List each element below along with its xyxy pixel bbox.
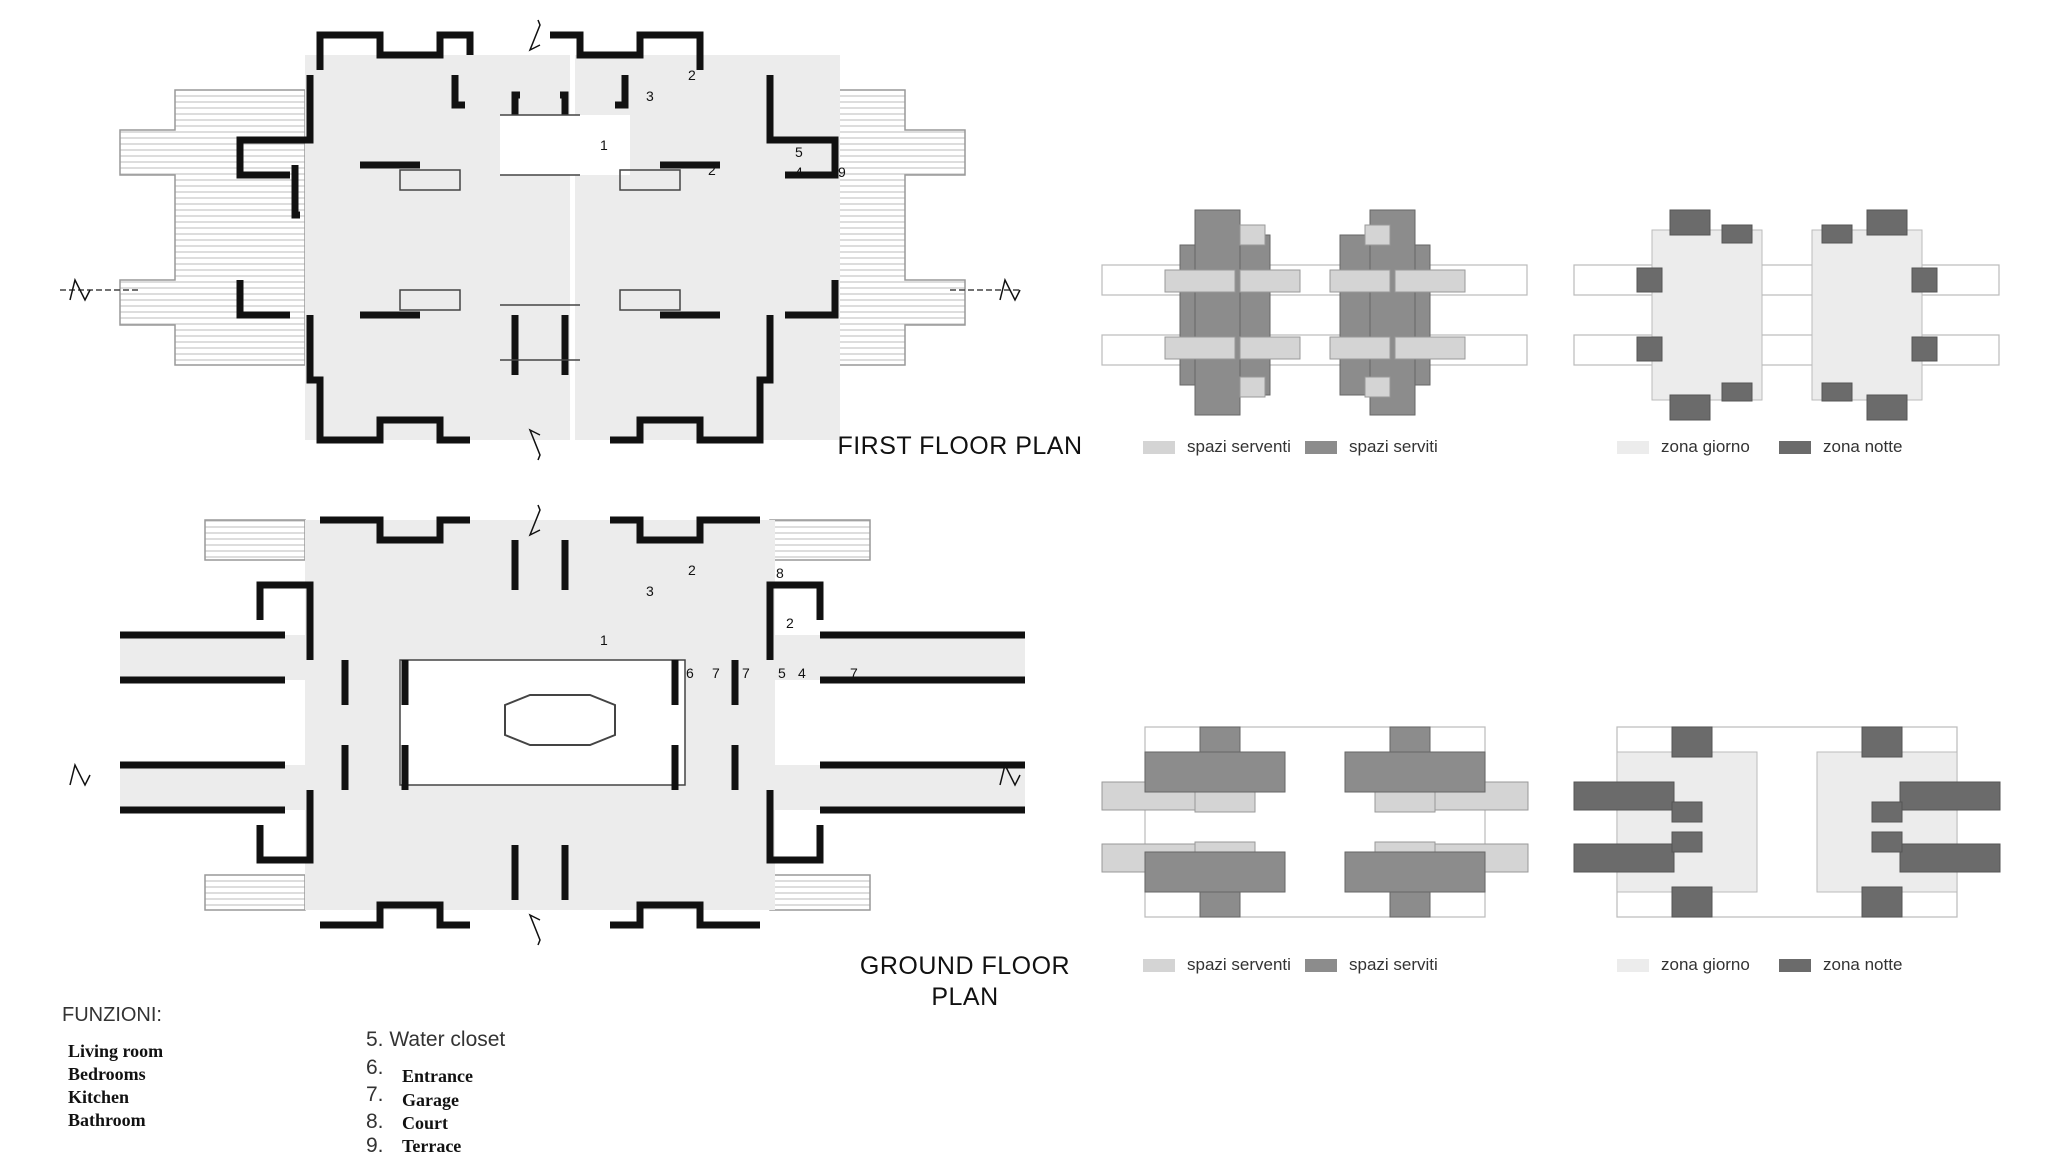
svg-text:2: 2 — [688, 67, 696, 83]
legend-notte-swatch-2 — [1779, 959, 1811, 972]
funzioni-item-garage: Garage — [402, 1090, 459, 1110]
funzioni-num-6: 6. — [366, 1056, 384, 1079]
svg-text:7: 7 — [742, 665, 750, 681]
first-floor-plan-drawing: 1 2 2 3 4 5 9 — [60, 19, 1021, 461]
svg-text:5: 5 — [795, 144, 803, 160]
svg-text:3: 3 — [646, 583, 654, 599]
funzioni-item-entrance: Entrance — [402, 1066, 473, 1086]
svg-text:4: 4 — [795, 164, 803, 180]
funzioni-num-8: 8. — [366, 1110, 384, 1133]
svg-text:4: 4 — [798, 665, 806, 681]
legend-notte-label-2: zona notte — [1823, 955, 1903, 974]
funzioni-item-kitchen: Kitchen — [68, 1087, 129, 1107]
legend-giorno-label-1: zona giorno — [1661, 437, 1750, 456]
funzioni-item-bedrooms: Bedrooms — [68, 1064, 146, 1084]
ground-floor-serventi-serviti-diagram — [1101, 726, 1529, 918]
funzioni-num-9: 9. — [366, 1134, 384, 1157]
svg-text:2: 2 — [708, 162, 716, 178]
funzioni-item-court: Court — [402, 1113, 448, 1133]
legend-giorno-swatch-2 — [1617, 959, 1649, 972]
first-floor-plan-title: FIRST FLOOR PLAN — [837, 432, 1083, 460]
funzioni-title: FUNZIONI: — [62, 1004, 162, 1026]
ground-floor-room-numbers: 1 2 2 3 4 5 6 7 7 7 8 — [600, 562, 858, 681]
legend-giorno-label-2: zona giorno — [1661, 955, 1750, 974]
first-floor-room-numbers: 1 2 2 3 4 5 9 — [600, 67, 846, 180]
legend-giorno-swatch-1 — [1617, 441, 1649, 454]
funzioni-left-list: Living room Bedrooms Kitchen Bathroom — [68, 1040, 163, 1132]
svg-text:2: 2 — [786, 615, 794, 631]
ground-floor-giorno-notte-diagram — [1573, 726, 2001, 918]
funzioni-item-terrace: Terrace — [402, 1136, 462, 1156]
ground-floor-plan-drawing: 1 2 2 3 4 5 6 7 7 7 8 — [69, 504, 1025, 946]
svg-text:3: 3 — [646, 88, 654, 104]
legend-serventi-swatch-1 — [1143, 441, 1175, 454]
legend-serviti-label-1: spazi serviti — [1349, 437, 1438, 456]
legend-notte-label-1: zona notte — [1823, 437, 1903, 456]
funzioni-water-closet: 5. Water closet — [366, 1028, 506, 1051]
legend-serventi-label-1: spazi serventi — [1187, 437, 1291, 456]
ground-floor-plan-title-line2: PLAN — [931, 983, 999, 1011]
svg-text:9: 9 — [838, 164, 846, 180]
funzioni-item-living-room: Living room — [68, 1041, 164, 1061]
svg-text:7: 7 — [850, 665, 858, 681]
first-floor-giorno-notte-diagram — [1573, 209, 2000, 421]
funzioni-num-7: 7. — [366, 1083, 384, 1106]
svg-text:8: 8 — [776, 565, 784, 581]
legend-serviti-swatch-1 — [1305, 441, 1337, 454]
legend-notte-swatch-1 — [1779, 441, 1811, 454]
legend-serviti-label-2: spazi serviti — [1349, 955, 1438, 974]
ground-floor-plan-title-line1: GROUND FLOOR — [859, 952, 1071, 980]
svg-text:1: 1 — [600, 632, 608, 648]
first-floor-serventi-serviti-diagram — [1101, 209, 1528, 416]
ground-terraces — [204, 519, 871, 911]
svg-text:2: 2 — [688, 562, 696, 578]
svg-text:1: 1 — [600, 137, 608, 153]
svg-text:7: 7 — [712, 665, 720, 681]
legend-serventi-label-2: spazi serventi — [1187, 955, 1291, 974]
svg-text:5: 5 — [778, 665, 786, 681]
legend-serventi-swatch-2 — [1143, 959, 1175, 972]
legend-serviti-swatch-2 — [1305, 959, 1337, 972]
funzioni-item-bathroom: Bathroom — [68, 1110, 146, 1130]
svg-text:6: 6 — [686, 665, 694, 681]
